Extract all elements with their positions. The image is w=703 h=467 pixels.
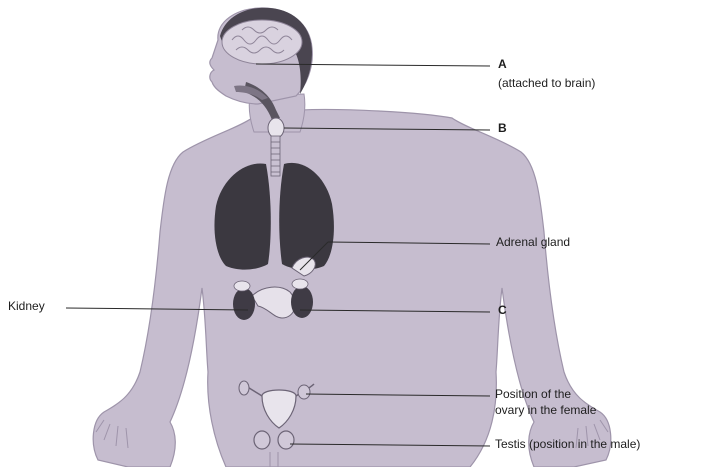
testis-left: [254, 431, 270, 449]
ovary-right: [298, 385, 310, 399]
adrenal-right: [292, 279, 308, 289]
label-a-note: (attached to brain): [498, 76, 595, 91]
label-ovary-line1: Position of the: [495, 387, 571, 402]
right-kidney: [291, 286, 313, 318]
label-testis: Testis (position in the male): [495, 437, 640, 452]
label-adrenal-gland: Adrenal gland: [496, 235, 570, 250]
label-ovary-line2: ovary in the female: [495, 403, 596, 418]
adrenal-left: [234, 281, 250, 291]
brain: [222, 20, 302, 64]
testis-right: [278, 431, 294, 449]
ovary-left: [239, 381, 249, 395]
left-kidney: [233, 288, 255, 320]
gland-b: [268, 118, 284, 138]
label-a: A: [498, 57, 507, 72]
label-kidney: Kidney: [8, 299, 45, 314]
label-b: B: [498, 121, 507, 136]
label-c: C: [498, 303, 507, 318]
